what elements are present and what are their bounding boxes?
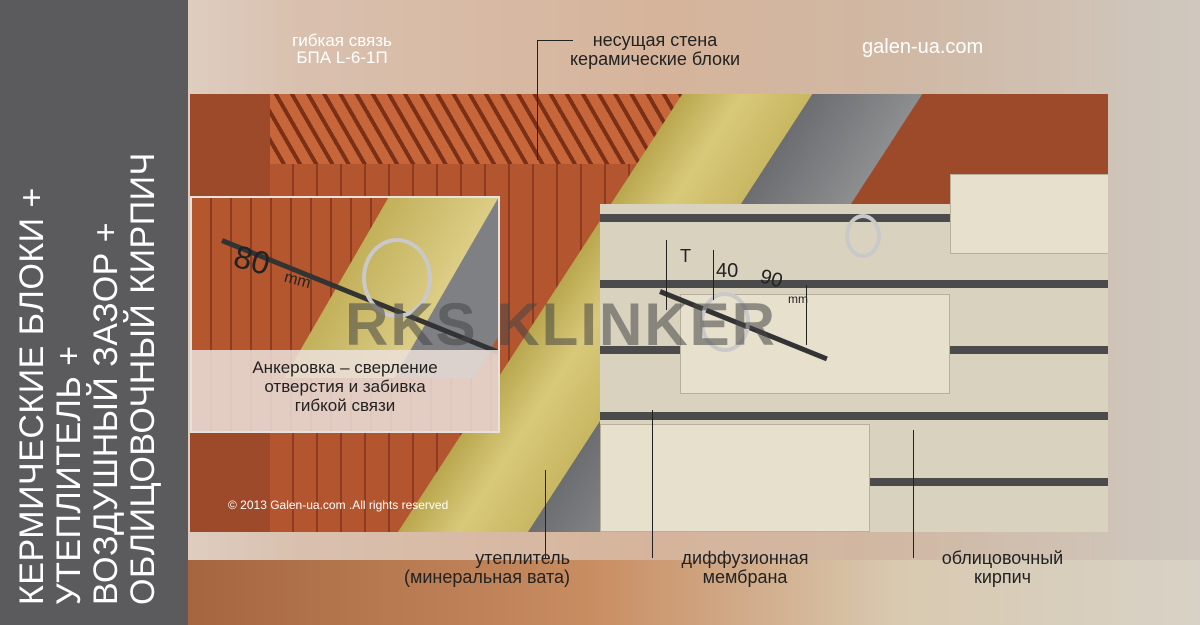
sidebar: КЕРМИЧЕСКИЕ БЛОКИ + УТЕПЛИТЕЛЬ + ВОЗДУШН…	[0, 0, 188, 625]
dimension-unit: mm	[788, 292, 808, 306]
inset-disc	[362, 238, 432, 318]
label-line: БПА L-6-1П	[296, 48, 388, 67]
leader-line	[652, 410, 653, 558]
label-line: диффузионная	[681, 548, 809, 568]
leader-line	[545, 470, 546, 558]
caption-line: отверстия и забивка	[264, 377, 426, 396]
label-line: утеплитель	[475, 548, 570, 568]
sidebar-line: КЕРМИЧЕСКИЕ БЛОКИ +	[13, 187, 51, 605]
tie-label: гибкая связь БПА L-6-1П	[262, 32, 422, 66]
sidebar-line: УТЕПЛИТЕЛЬ +	[50, 345, 88, 605]
inset-caption: Анкеровка – сверление отверстия и забивк…	[192, 350, 498, 431]
wall-illustration	[190, 94, 1108, 532]
dimension-line	[666, 240, 667, 310]
inset-dimension: 80	[230, 238, 274, 283]
copyright: © 2013 Galen-ua.com .All rights reserved	[228, 498, 449, 512]
sidebar-line: ВОЗДУШНЫЙ ЗАЗОР +	[87, 221, 125, 605]
dimension-line	[806, 285, 807, 345]
anchoring-inset: 80 mm Анкеровка – сверление отверстия и …	[190, 196, 500, 433]
site-name: galen-ua.com	[862, 36, 984, 58]
sidebar-title: КЕРМИЧЕСКИЕ БЛОКИ + УТЕПЛИТЕЛЬ + ВОЗДУШН…	[13, 5, 162, 605]
dimension-gap: 40	[716, 260, 739, 282]
caption-line: Анкеровка – сверление	[252, 358, 438, 377]
dimension-t: T	[680, 246, 691, 266]
ceramic-block-top	[270, 94, 700, 164]
leader-line	[913, 430, 914, 558]
label-line: гибкая связь	[292, 31, 392, 50]
facing-brick	[950, 174, 1108, 254]
label-line: облицовочный	[941, 548, 1064, 568]
facing-brick-label: облицовочный кирпич	[905, 549, 1100, 587]
leader-line	[537, 40, 573, 41]
label-line: (минеральная вата)	[404, 567, 570, 587]
leader-line	[537, 40, 538, 160]
sidebar-line: ОБЛИЦОВОЧНЫЙ КИРПИЧ	[124, 152, 162, 605]
background-blur	[188, 560, 1200, 625]
insulation-label: утеплитель (минеральная вата)	[360, 549, 570, 587]
insulation-disc	[700, 292, 750, 352]
label-line: кирпич	[973, 567, 1032, 587]
watermark: RKS KLINKER	[345, 291, 778, 358]
caption-line: гибкой связи	[294, 396, 396, 415]
label-line: несущая стена	[592, 30, 718, 50]
load-bearing-wall-label: несущая стена керамические блоки	[540, 31, 770, 69]
facing-brick	[600, 424, 870, 532]
dimension-line	[713, 250, 714, 300]
insulation-disc	[845, 214, 881, 258]
label-line: керамические блоки	[569, 49, 740, 69]
label-line: мембрана	[702, 567, 788, 587]
membrane-label: диффузионная мембрана	[650, 549, 840, 587]
